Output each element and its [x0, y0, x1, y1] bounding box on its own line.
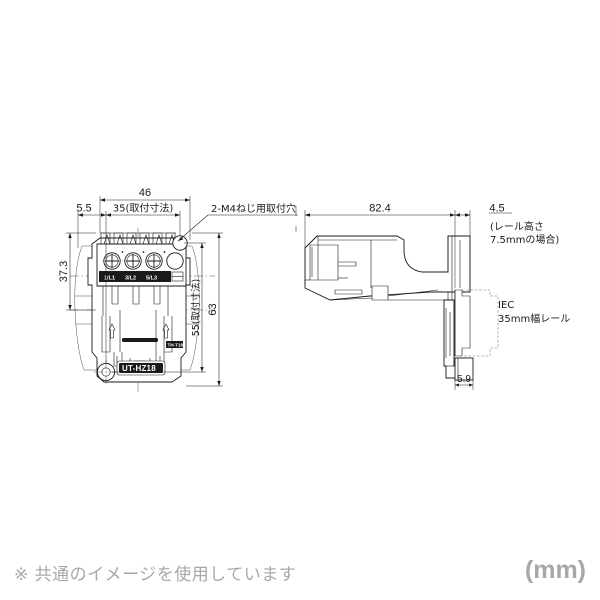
callout-m4-text: 2-M4ねじ用取付穴: [211, 202, 296, 215]
terminal-wire-slots: [100, 232, 176, 245]
dim-overall-height-text: 63: [207, 303, 219, 315]
dim-left-offset-text: 5.5: [76, 203, 91, 215]
note-iec-line1: IEC: [498, 300, 514, 311]
note-rail-height: (レール高さ 7.5mmの場合): [490, 220, 559, 246]
note-rail-height-line2: 7.5mmの場合): [490, 233, 559, 246]
mounting-hole-lower: [94, 360, 118, 384]
dim-rail-offset-text: 4.5: [489, 203, 504, 215]
terminal-mark-strip: [99, 271, 171, 282]
dim-overall-height: 63: [186, 232, 223, 387]
screw-l2: [124, 252, 142, 270]
rail-clip: [443, 299, 474, 381]
screw-l1: [103, 252, 121, 270]
note-iec-rail: IEC 35mm幅レール: [498, 300, 570, 325]
right-arrow-indicator: [162, 323, 170, 339]
dim-bottom-thickness: 5.9: [454, 374, 474, 390]
front-view-group: 1/L1 3/L2 5/L3: [58, 187, 298, 392]
reset-aperture: [166, 252, 184, 270]
dim-bottom-thickness-text: 5.9: [457, 374, 471, 385]
note-rail-height-line1: (レール高さ: [490, 220, 544, 233]
left-arrow-indicator: [108, 323, 116, 339]
din-rail: [454, 289, 499, 357]
dim-left-offset: 5.5: [76, 203, 106, 248]
terminal-mark-l3: 5/L3: [146, 276, 157, 282]
dim-mounting-height: 55(取付寸法): [112, 242, 206, 373]
unit-label: (mm): [524, 556, 586, 584]
dim-depth-text: 82.4: [369, 203, 390, 215]
dim-mounting-width: 35(取付寸法): [105, 202, 181, 363]
terminal-block: 1/L1 3/L2 5/L3: [96, 232, 187, 287]
callout-m4-holes: 2-M4ねじ用取付穴: [177, 202, 298, 242]
note-iec-line2: 35mm幅レール: [498, 312, 570, 325]
secondary-label-strip: [166, 341, 183, 348]
center-slot: [122, 338, 158, 342]
screw-l3: [145, 252, 163, 270]
side-view-body: [304, 235, 471, 372]
terminal-mark-l2: 3/L2: [125, 276, 136, 282]
dim-mounting-height-text: 55(取付寸法): [190, 279, 202, 337]
dim-overall-width-text: 46: [139, 187, 151, 199]
terminal-screws: [103, 251, 184, 270]
common-image-footnote: ※ 共通のイメージを使用しています: [14, 565, 297, 585]
secondary-label: TH-T18: [168, 343, 184, 348]
dim-upper-height-text: 37.3: [58, 261, 70, 282]
dim-overall-width: 46: [99, 187, 191, 240]
part-label: UT-HZ18: [116, 360, 166, 376]
terminal-mark-l1: 1/L1: [104, 276, 115, 282]
dim-depth: 82.4: [304, 203, 456, 288]
dim-upper-height: 37.3: [58, 232, 96, 311]
part-label-text: UT-HZ18: [122, 364, 156, 373]
dim-rail-offset: 4.5: [455, 203, 512, 292]
side-view-group: 82.4 4.5 5.9 (レール高さ: [295, 203, 570, 390]
dim-mounting-width-text: 35(取付寸法): [113, 202, 174, 215]
